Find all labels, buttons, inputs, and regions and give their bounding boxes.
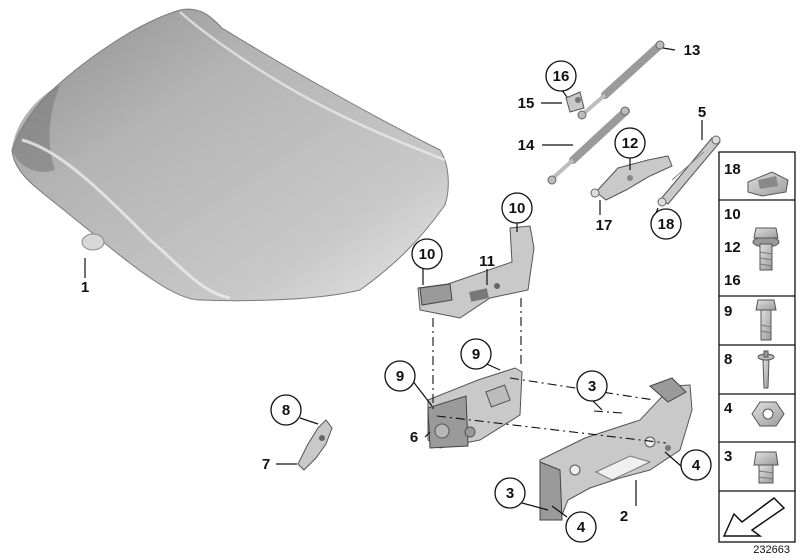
callout-circle-4b: [565, 511, 597, 543]
gas-strut-upper: [577, 40, 665, 120]
callout-8: 8: [282, 402, 290, 419]
callout-circles: [270, 60, 712, 543]
callout-4a: 4: [692, 457, 701, 474]
flange-bolt-icon: [752, 227, 780, 271]
callout-17: 17: [596, 217, 613, 234]
leader-lines: [84, 47, 703, 518]
panel-label-18: 18: [724, 161, 741, 178]
gas-strut-lower: [547, 106, 630, 185]
callout-10b: 10: [509, 200, 526, 217]
callout-9b: 9: [472, 346, 480, 363]
callout-circle-10a: [411, 238, 443, 270]
bonnet-hood: [11, 8, 449, 302]
callout-circle-3a: [576, 370, 608, 402]
callout-4b: 4: [577, 519, 586, 536]
callout-12: 12: [622, 135, 639, 152]
panel-label-3: 3: [724, 448, 732, 465]
callout-16: 16: [553, 68, 570, 85]
hood-lock: [427, 367, 523, 449]
callout-circle-4a: [680, 449, 712, 481]
panel-label-10: 10: [724, 206, 741, 223]
callout-circle-18: [650, 208, 682, 240]
callout-15: 15: [518, 95, 535, 112]
hex-bolt-icon: [755, 299, 777, 341]
hex-nut-icon: [751, 401, 785, 427]
wiring-clip: [297, 419, 333, 471]
callout-7: 7: [262, 456, 270, 473]
hood-hinge: [539, 377, 693, 521]
callout-14: 14: [518, 137, 535, 154]
callout-circle-10b: [501, 192, 533, 224]
callout-circle-9b: [460, 338, 492, 370]
panel-label-16: 16: [724, 272, 741, 289]
hood-hinge-rod: [657, 135, 721, 207]
strut-mount-bracket: [590, 155, 673, 201]
callout-11: 11: [479, 253, 495, 270]
panel-label-9: 9: [724, 303, 732, 320]
callout-circle-12: [614, 127, 646, 159]
callout-10a: 10: [419, 246, 436, 263]
callout-circle-3b: [494, 477, 526, 509]
panel-label-12: 12: [724, 239, 741, 256]
callout-6: 6: [410, 429, 418, 446]
hood-emblem: [81, 233, 105, 251]
callout-labels: 1 2 3 3 4 4 5 6 7 8 9 9 10 10 11 12 13 1…: [81, 42, 706, 536]
fastener-panel: 18 10 12 16 9 8: [718, 151, 796, 543]
diagram-number: 232663: [753, 544, 790, 556]
direction-arrow-icon: [722, 497, 786, 537]
strut-ball-bracket: [565, 91, 585, 113]
callout-1: 1: [81, 279, 89, 296]
callout-5: 5: [698, 104, 706, 121]
callout-circle-16: [545, 60, 577, 92]
panel-label-4: 4: [724, 400, 733, 417]
assembly-lines: [432, 298, 667, 444]
callout-circle-9a: [384, 360, 416, 392]
callout-13: 13: [684, 42, 701, 59]
callout-3a: 3: [588, 378, 596, 395]
callout-3b: 3: [506, 485, 514, 502]
short-hex-bolt-icon: [753, 451, 779, 484]
lock-support-bracket: [417, 225, 535, 319]
callout-2: 2: [620, 508, 628, 525]
callout-circle-8: [270, 394, 302, 426]
callout-9a: 9: [396, 368, 404, 385]
panel-label-8: 8: [724, 351, 732, 368]
callout-18: 18: [658, 216, 675, 233]
expansion-rivet-icon: [757, 350, 775, 389]
speed-nut-clip-icon: [747, 171, 789, 197]
